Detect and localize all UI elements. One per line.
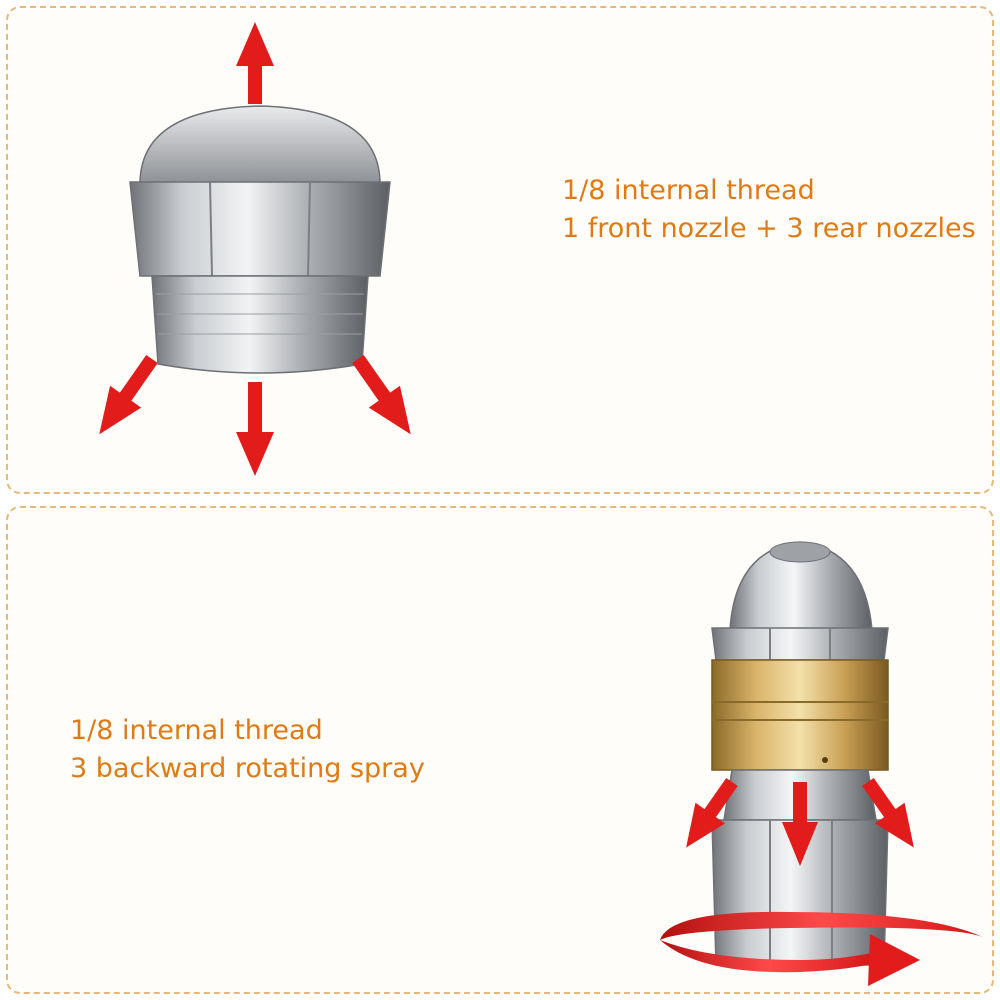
rotating-nozzle-icon <box>660 541 985 986</box>
spray-arrow-icon <box>686 777 914 866</box>
nozzle-top-icon <box>99 22 411 476</box>
bottom-caption: 1/8 internal thread 3 backward rotating … <box>70 712 425 788</box>
spray-arrow-icon <box>99 22 411 476</box>
rotation-arrow-icon <box>660 911 985 986</box>
top-caption-thread: 1/8 internal thread <box>562 175 815 206</box>
top-caption: 1/8 internal thread 1 front nozzle + 3 r… <box>562 172 976 248</box>
bottom-caption-spray: 3 backward rotating spray <box>70 753 425 784</box>
top-caption-nozzles: 1 front nozzle + 3 rear nozzles <box>562 213 976 244</box>
bottom-caption-thread: 1/8 internal thread <box>70 715 323 746</box>
